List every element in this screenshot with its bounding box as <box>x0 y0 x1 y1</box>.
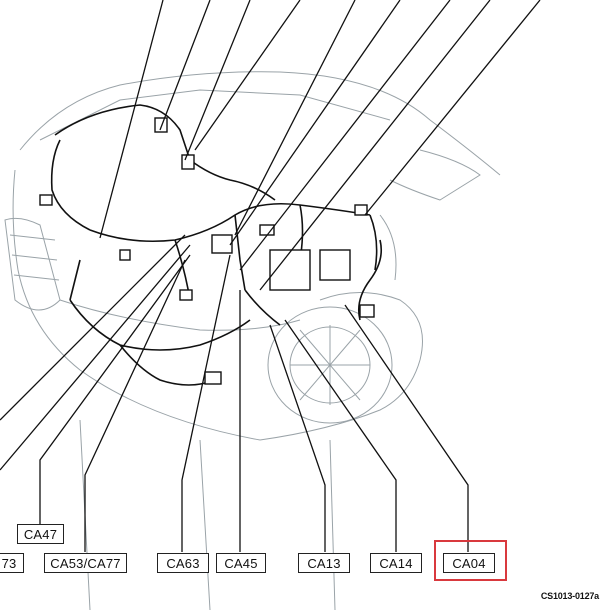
label-ca13-text: CA13 <box>307 555 341 571</box>
label-ca45-text: CA45 <box>224 555 258 571</box>
label-ca04-text: CA04 <box>452 555 486 571</box>
label-ca63-text: CA63 <box>166 555 200 571</box>
label-ca45: CA45 <box>216 553 266 573</box>
harness-connectors <box>39 117 375 385</box>
label-ca13: CA13 <box>298 553 350 573</box>
label-ca14-text: CA14 <box>379 555 413 571</box>
vehicle-body-outline <box>4 71 501 610</box>
label-ca73-text: 73 <box>1 555 17 571</box>
label-ca47-text: CA47 <box>23 526 58 542</box>
leader-lines <box>0 0 541 552</box>
label-ca53-ca77-text: CA53/CA77 <box>50 555 121 571</box>
label-ca04: CA04 <box>443 553 495 573</box>
ca04-highlight-frame <box>434 540 507 581</box>
label-ca47: CA47 <box>17 524 64 544</box>
reference-code: CS1013-0127a <box>540 591 599 601</box>
label-ca73: 73 <box>0 553 24 573</box>
label-ca53-ca77: CA53/CA77 <box>44 553 127 573</box>
label-ca63: CA63 <box>157 553 209 573</box>
label-ca14: CA14 <box>370 553 422 573</box>
